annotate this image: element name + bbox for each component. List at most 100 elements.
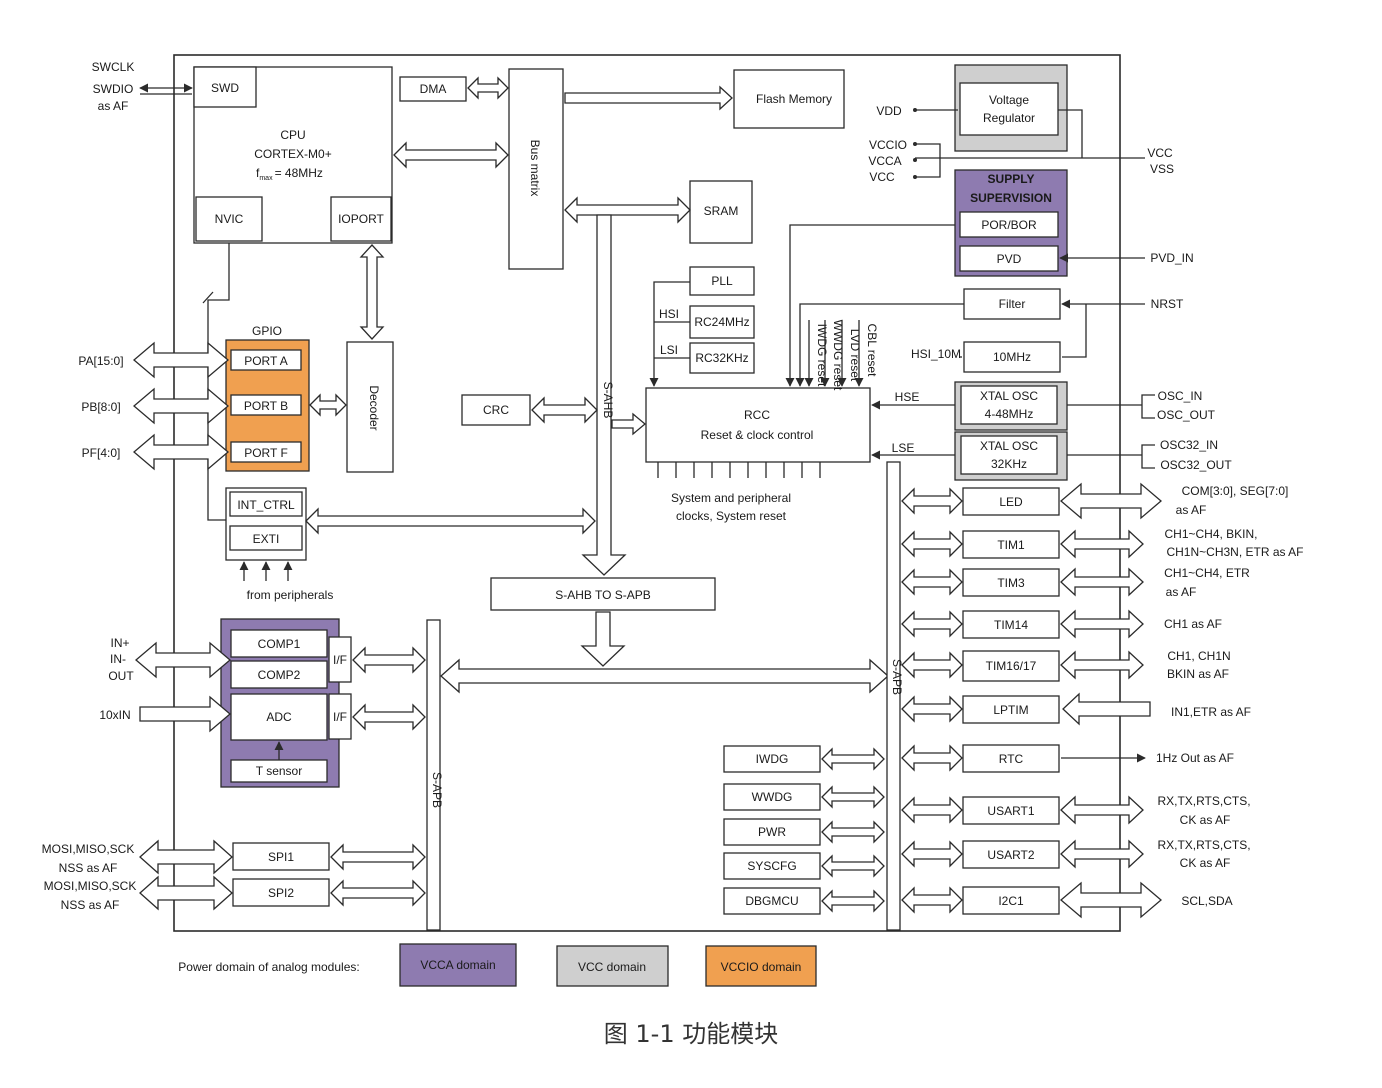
- pll-rcc-line: [649, 281, 690, 387]
- port-b-block: [230, 394, 302, 416]
- tim14-af: CH1 as AF: [1164, 617, 1222, 631]
- comp-apb-arrow: [352, 646, 426, 674]
- port-f-label: PORT F: [244, 446, 288, 460]
- tim14-group: TIM14 CH1 as AF: [901, 609, 1222, 639]
- usart1-label: USART1: [987, 804, 1034, 818]
- supply-label-2: SUPERVISION: [970, 191, 1052, 205]
- tim1-af-1: CH1~CH4, BKIN,: [1164, 527, 1257, 541]
- lptim-block: [962, 695, 1060, 724]
- vccio-dot: [913, 142, 917, 146]
- lptim-apb-arrow: [901, 695, 963, 723]
- vcc-pin: VCC: [1147, 146, 1173, 160]
- wwdg-arrow: [821, 785, 885, 809]
- exti-block: [229, 525, 303, 551]
- wwdg-label: WWDG: [752, 790, 793, 804]
- swd-af-pin: as AF: [98, 99, 129, 113]
- spi1-pin-a: MOSI,MISO,SCK: [42, 842, 135, 856]
- mhz10-label: 10MHz: [993, 350, 1031, 364]
- usart1-af-1: RX,TX,RTS,CTS,: [1157, 794, 1250, 808]
- usart1-group: USART1 RX,TX,RTS,CTS, CK as AF: [901, 794, 1251, 827]
- tsensor-label: T sensor: [256, 764, 302, 778]
- cpu-core: CORTEX-M0+: [254, 147, 331, 161]
- led-group: LED COM[3:0], SEG[7:0] as AF: [901, 482, 1289, 520]
- bridge-down-arrow: [580, 611, 626, 667]
- vcca-dot: [913, 158, 917, 162]
- spi1-block: [232, 842, 330, 871]
- usart1-af-2: CK as AF: [1180, 813, 1231, 827]
- s-apb-left-bus: [426, 619, 441, 931]
- i2c-af: SCL,SDA: [1181, 894, 1232, 908]
- spi2-pin-b: NSS as AF: [61, 898, 120, 912]
- spi1-pin-b: NSS as AF: [59, 861, 118, 875]
- gpio-decoder-arrow: [309, 393, 347, 417]
- crc-label: CRC: [483, 403, 509, 417]
- in-minus-pin: IN-: [110, 652, 126, 666]
- syscfg-block: [723, 852, 821, 880]
- lptim-label: LPTIM: [993, 703, 1028, 717]
- lse-label: LSE: [892, 441, 915, 455]
- usart2-af-1: RX,TX,RTS,CTS,: [1157, 838, 1250, 852]
- filter-label: Filter: [999, 297, 1026, 311]
- i2c1-block: [962, 886, 1060, 915]
- swclk-pin: SWCLK: [92, 60, 135, 74]
- iwdg-reset: IWDG reset: [815, 324, 829, 387]
- syscfg-label: SYSCFG: [747, 859, 796, 873]
- legend-label: Power domain of analog modules:: [178, 960, 359, 974]
- cpu-bus-arrow: [393, 141, 509, 169]
- nvic-slash: [202, 291, 214, 304]
- spi2-block: [232, 878, 330, 907]
- lptim-af: IN1,ETR as AF: [1171, 705, 1251, 719]
- pvd-in-pin: PVD_IN: [1150, 251, 1193, 265]
- comp-ext-arrow: [134, 641, 232, 679]
- iwdg-block: [723, 745, 821, 773]
- rc32-label: RC32KHz: [695, 351, 748, 365]
- mhz10-block: [963, 341, 1061, 373]
- pvd-block: [959, 245, 1059, 272]
- led-af-1: COM[3:0], SEG[7:0]: [1182, 484, 1289, 498]
- adc-if-block: [328, 693, 352, 740]
- spi1-label: SPI1: [268, 850, 294, 864]
- bus-matrix-label: Bus matrix: [528, 140, 542, 197]
- port-a-block: [230, 349, 302, 371]
- pll-block: [689, 266, 755, 296]
- cpu-freq: fmax= 48MHz: [256, 166, 323, 182]
- s-apb-right-bus: [886, 461, 901, 931]
- int-ctrl-block: [229, 491, 303, 517]
- iwdg-arrow: [821, 747, 885, 771]
- dbgmcu-arrow: [821, 889, 885, 913]
- tim1-block: [962, 530, 1060, 559]
- apb-horizontal-bus: [440, 658, 889, 694]
- tim1-label: TIM1: [997, 538, 1025, 552]
- osc32-in-pin: OSC32_IN: [1160, 438, 1218, 452]
- adc-label: ADC: [266, 710, 292, 724]
- decoder-label: Decoder: [367, 385, 381, 430]
- syscfg-arrow: [821, 854, 885, 878]
- vcca-pin: VCCA: [868, 154, 901, 168]
- ahb-to-apb-label: S-AHB TO S-APB: [555, 588, 651, 602]
- led-ext-arrow: [1059, 482, 1163, 520]
- comp2-block: [230, 660, 328, 689]
- sram-block: [689, 180, 753, 244]
- tim3-ext-arrow: [1060, 567, 1144, 597]
- pb-pin: PB[8:0]: [81, 400, 120, 414]
- xtal-ls-block: [960, 435, 1058, 475]
- pwr-arrow: [821, 820, 885, 844]
- nrst-10m-line: [1062, 304, 1087, 358]
- spi1-ext-arrow: [139, 839, 233, 875]
- legend-vcc-box: [556, 945, 669, 987]
- exti-label: EXTI: [253, 532, 280, 546]
- i2c1-group: I2C1 SCL,SDA: [901, 881, 1233, 919]
- pll-label: PLL: [711, 274, 733, 288]
- comp-if-block: [328, 636, 352, 683]
- flash-label: Flash Memory: [756, 92, 832, 106]
- tim3-af-2: as AF: [1166, 585, 1197, 599]
- figure-caption: 图 1-1 功能模块: [603, 1020, 779, 1048]
- lptim-ext-arrow: [1062, 692, 1151, 726]
- usart2-af-2: CK as AF: [1180, 856, 1231, 870]
- legend-vcca-box: [399, 943, 517, 987]
- vreg-label-2: Regulator: [983, 111, 1035, 125]
- dma-label: DMA: [420, 82, 447, 96]
- spi2-apb-arrow: [330, 879, 426, 907]
- sram-label: SRAM: [704, 204, 739, 218]
